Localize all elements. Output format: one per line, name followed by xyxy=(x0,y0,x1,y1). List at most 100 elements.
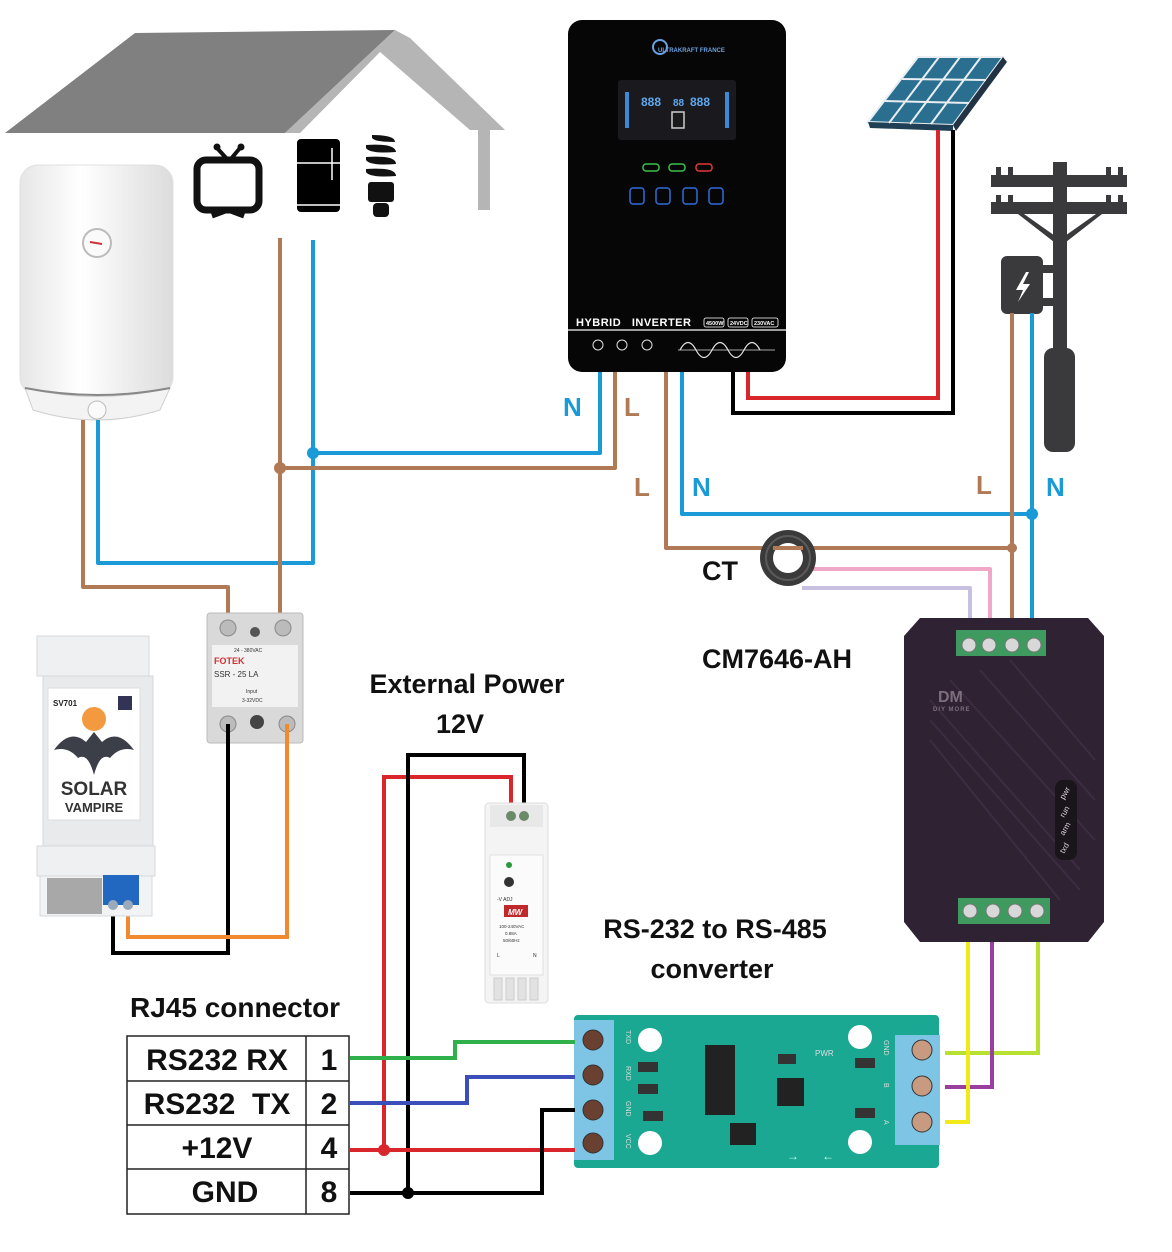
lcd-mid-value: 88 xyxy=(673,98,685,109)
meter-model-label: CM7646-AH xyxy=(702,644,852,674)
sv-terminal-block xyxy=(103,875,139,905)
rs232-rs485-converter: TXD RXD GND VCC GND B A PWR → ← xyxy=(574,1015,940,1168)
house-roof xyxy=(5,30,395,133)
din-power-supply: -V ADJ MW 100-240VAC 0.88A 50/60Hz L N xyxy=(484,802,549,1004)
psu-n-label: N xyxy=(533,953,537,959)
lcd-left-value: 888 xyxy=(641,95,661,109)
inverter-up-button[interactable] xyxy=(655,187,671,205)
rj45-row-signal: RS232 RX xyxy=(146,1044,288,1077)
lcd-right-value: 888 xyxy=(690,95,710,109)
wire-rs485-a xyxy=(945,942,970,1124)
bat-logo-icon xyxy=(54,732,134,775)
label-grid-side-n: N xyxy=(692,472,711,502)
wire-psu-negative xyxy=(406,753,526,1193)
wire-grid-n-in xyxy=(680,372,1032,516)
label-pole-l: L xyxy=(976,470,992,500)
wire-grid-l-in xyxy=(664,372,1012,550)
wire-rs232-rx xyxy=(350,1040,575,1060)
pin-label-gnd-left: GND xyxy=(624,1101,631,1117)
rj45-row-pin: 1 xyxy=(321,1044,338,1077)
inverter-label: HYBRID INVERTER xyxy=(576,317,691,329)
meter-brand-logo: DM xyxy=(938,689,963,706)
hybrid-inverter: ULTRAKRAFT FRANCE 888 88 888 HYBRID INVE… xyxy=(568,20,786,372)
sv-title-line2: VAMPIRE xyxy=(65,800,124,815)
bulb-icon xyxy=(366,135,396,217)
wire-gnd xyxy=(350,1108,575,1195)
converter-label-line2: converter xyxy=(650,954,774,984)
inverter-esc-button[interactable] xyxy=(629,187,645,205)
converter-label-line1: RS-232 to RS-485 xyxy=(603,914,827,944)
psu-l-label: L xyxy=(497,953,500,959)
ac-wiring xyxy=(81,238,1034,640)
psu-spec1: 100-240VAC xyxy=(499,924,525,929)
fridge-icon xyxy=(297,139,340,212)
external-power-voltage: 12V xyxy=(436,709,484,739)
inverter-down-button[interactable] xyxy=(682,187,698,205)
psu-brand-logo xyxy=(504,905,528,917)
rj45-row-pin: 2 xyxy=(321,1088,338,1121)
pin-label-vcc: VCC xyxy=(624,1134,631,1149)
ssr-model: SSR - 25 LA xyxy=(214,670,259,679)
pin-label-b: B xyxy=(882,1083,889,1088)
junction-grid-live xyxy=(1007,543,1017,553)
house xyxy=(5,30,505,210)
wire-heater-neutral xyxy=(96,240,315,565)
label-inverter-n: N xyxy=(563,392,582,422)
pin-label-gnd-right: GND xyxy=(882,1040,889,1056)
psu-spec3: 50/60Hz xyxy=(503,938,521,943)
inverter-badge-ac: 230VAC xyxy=(754,321,774,327)
external-power-heading: External Power xyxy=(369,669,565,699)
inverter-brand: ULTRAKRAFT FRANCE xyxy=(658,48,725,54)
tv-icon xyxy=(193,143,263,219)
label-grid-side-l: L xyxy=(634,472,650,502)
wire-inverter-n-out xyxy=(313,372,602,455)
sv-model: SV701 xyxy=(53,699,78,708)
pin-label-a: A xyxy=(882,1120,889,1125)
psu-brand: MW xyxy=(508,908,524,917)
junction-grid-neutral xyxy=(1026,508,1038,520)
wire-rs232-tx xyxy=(350,1075,575,1105)
inverter-lcd xyxy=(618,80,736,140)
ssr-brand: FOTEK xyxy=(214,656,245,666)
utility-pole-icon xyxy=(991,162,1127,452)
junction-live xyxy=(274,462,286,474)
status-led-bypass xyxy=(642,163,660,172)
qr-code-icon xyxy=(118,696,132,710)
wire-pv-negative xyxy=(731,130,955,415)
arrow-right-icon: → xyxy=(787,1149,799,1163)
junction-12v xyxy=(378,1144,390,1156)
rj45-title: RJ45 connector xyxy=(130,992,340,1023)
junction-gnd xyxy=(402,1187,414,1199)
psu-led-icon xyxy=(506,862,512,868)
rj45-row-pin: 4 xyxy=(321,1132,338,1165)
rj45-row-signal: RS232 TX xyxy=(144,1088,291,1121)
converter-chip-u7 xyxy=(705,1045,735,1115)
sv-title-line1: SOLAR xyxy=(61,779,128,800)
converter-regulator-u9 xyxy=(730,1123,756,1145)
pin-label-txd: TXD xyxy=(624,1030,631,1044)
wire-psu-positive xyxy=(382,775,513,1150)
rj45-pin-table xyxy=(126,1035,350,1215)
pwr-label: PWR xyxy=(815,1049,834,1058)
wire-heater-live xyxy=(81,420,230,620)
wire-ct-pink xyxy=(812,567,992,640)
label-pole-n: N xyxy=(1046,472,1065,502)
thermostat-knob-icon xyxy=(87,400,107,420)
wire-pv-positive xyxy=(746,130,940,400)
sun-icon xyxy=(82,707,106,731)
psu-adjust-knob[interactable] xyxy=(504,877,514,887)
protection-icons xyxy=(592,339,653,351)
solar-panel-icon xyxy=(866,56,1007,131)
inverter-badge-dc: 24VDC xyxy=(730,321,748,327)
pin-label-rxd: RXD xyxy=(624,1066,631,1081)
wire-rs485-gnd xyxy=(945,942,1040,1055)
rj45-row-signal: GND xyxy=(192,1176,259,1209)
inverter-enter-button[interactable] xyxy=(708,187,724,205)
psu-adj-label: -V ADJ xyxy=(497,897,513,903)
water-heater xyxy=(19,164,174,421)
label-inverter-l: L xyxy=(624,392,640,422)
rj45-row-signal: +12V xyxy=(182,1132,253,1165)
house-wall-edge xyxy=(285,30,505,210)
ssr-input-label: Input xyxy=(246,689,258,695)
